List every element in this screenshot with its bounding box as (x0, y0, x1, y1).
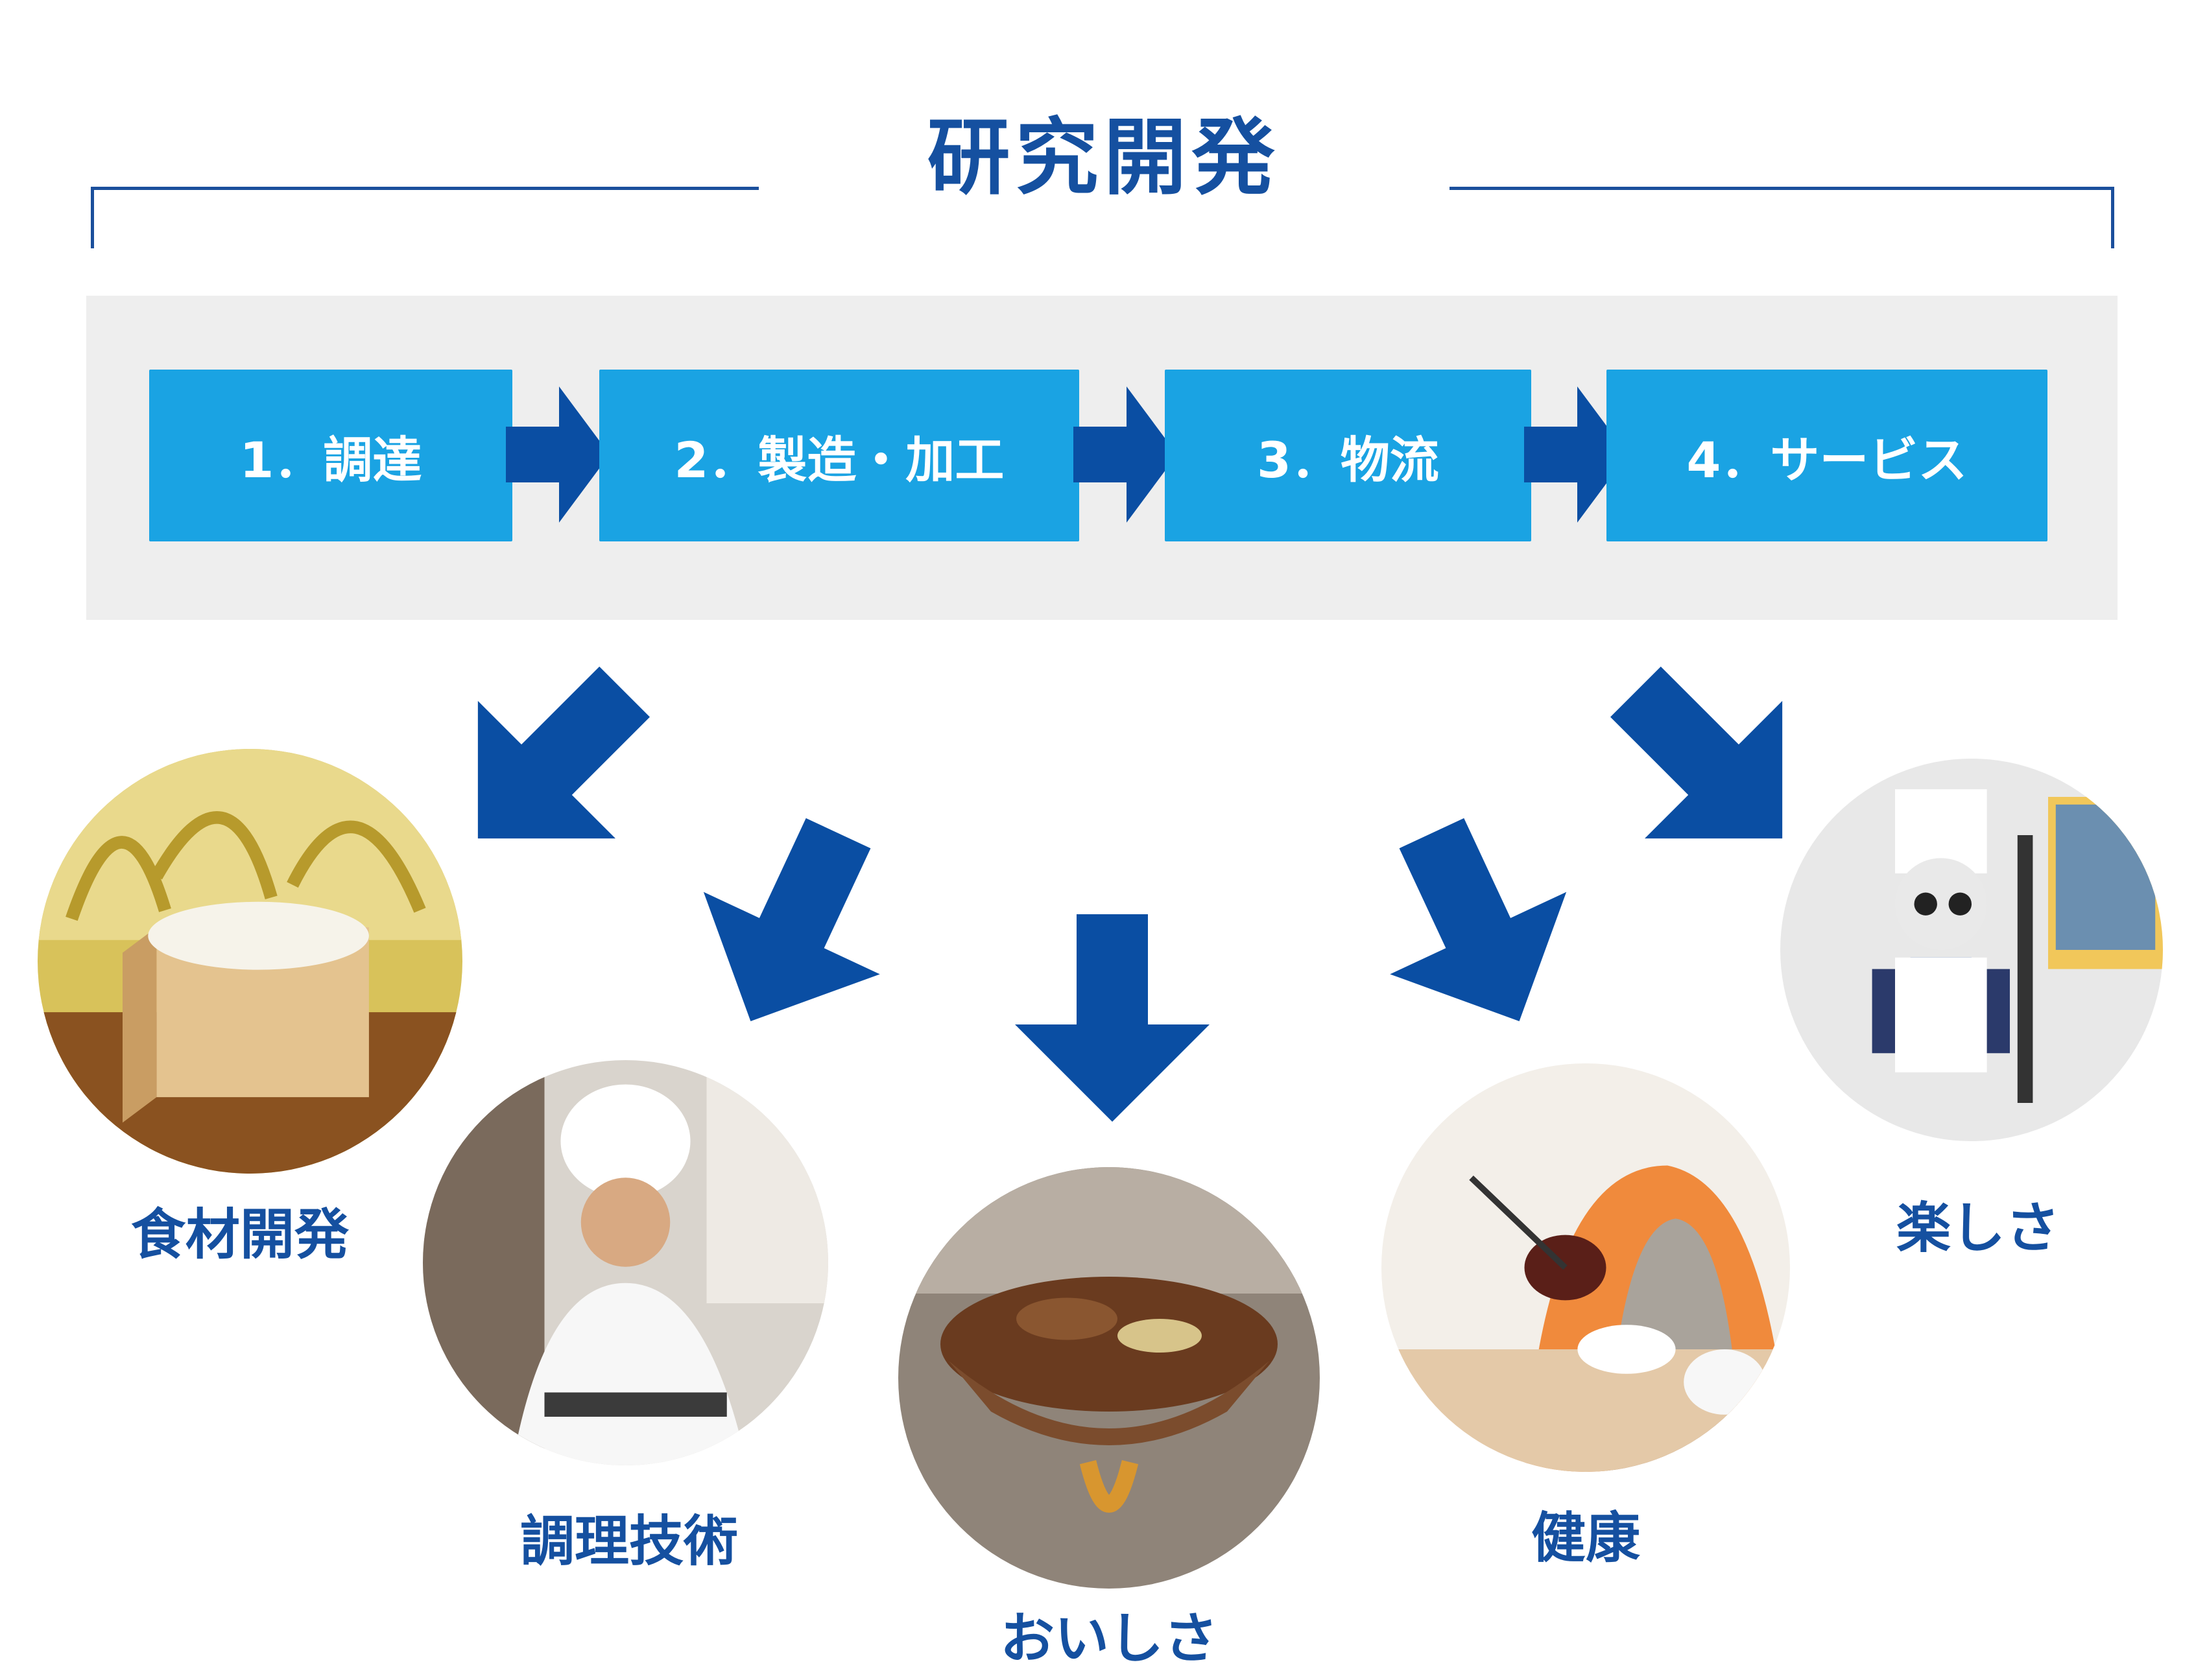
arrow-down-right-icon (1610, 666, 1783, 839)
bracket-left-line (91, 187, 759, 248)
beef-bowl-photo (898, 1167, 1320, 1589)
process-step-manufacturing: 2．製造・加工 (599, 370, 1079, 541)
bracket-right-line (1449, 187, 2114, 248)
outcome-label-ingredients: 食材開発 (130, 1203, 349, 1266)
right-arrow-icon (1524, 386, 1628, 523)
step-label: 3．物流 (1257, 431, 1439, 489)
process-step-service: 4．サービス (1606, 370, 2047, 541)
robot-photo (1780, 759, 2163, 1141)
outcome-label-fun: 楽しさ (1896, 1196, 2060, 1260)
outcome-label-taste: おいしさ (999, 1607, 1218, 1670)
arrow-down-icon (1015, 914, 1210, 1122)
process-step-logistics: 3．物流 (1165, 370, 1531, 541)
outcome-label-cooking: 調理技術 (519, 1509, 738, 1573)
arrow-down-left-icon (703, 818, 880, 1022)
step-label: 4．サービス (1686, 431, 1968, 489)
rice-box-photo (38, 749, 462, 1174)
chef-photo (423, 1060, 828, 1465)
arrow-down-right-icon (1390, 818, 1567, 1022)
step-label: 1．調達 (239, 431, 422, 489)
right-arrow-icon (506, 386, 610, 523)
page-title: 研究開発 (927, 110, 1280, 206)
step-label: 2．製造・加工 (674, 431, 1005, 489)
right-arrow-icon (1073, 386, 1177, 523)
arrow-down-left-icon (477, 666, 650, 839)
diner-photo (1381, 1063, 1790, 1472)
outcome-label-health: 健康 (1531, 1506, 1640, 1570)
process-step-procurement: 1．調達 (149, 370, 512, 541)
